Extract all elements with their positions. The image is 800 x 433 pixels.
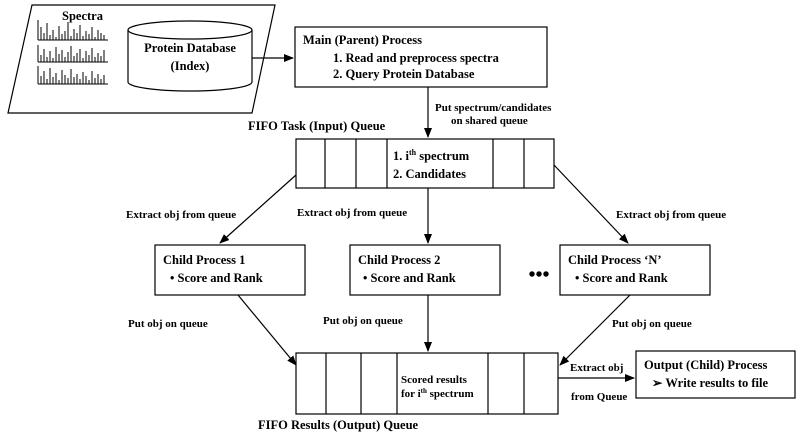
results-queue: Scored results for ith spectrum: [295, 352, 559, 415]
database-label-line2: (Index): [171, 59, 210, 73]
main-process-title: Main (Parent) Process: [303, 33, 422, 47]
task-queue-title: FIFO Task (Input) Queue: [248, 119, 386, 133]
child-process-1-box: Child Process 1 • Score and Rank: [154, 244, 306, 296]
child-process-n-task: • Score and Rank: [575, 271, 668, 285]
child-process-2-title: Child Process 2: [358, 253, 440, 267]
task-queue: 1. ith spectrum 2. Candidates: [295, 138, 555, 189]
results-queue-line2: for ith spectrum: [401, 387, 474, 400]
results-queue-title: FIFO Results (Output) Queue: [258, 418, 419, 432]
task-queue-item2: 2. Candidates: [393, 167, 466, 181]
child-process-1-task: • Score and Rank: [170, 271, 263, 285]
extract-obj-label-line1: Extract obj: [570, 362, 623, 374]
arrow-to-child1: [219, 174, 297, 244]
put-queue-label-line1: Put spectrum/candidates: [435, 102, 552, 114]
spectrum-plot-icon: [37, 66, 108, 85]
extract-label-middle: Extract obj from queue: [297, 207, 407, 219]
protein-database-cylinder: Protein Database (Index): [127, 20, 253, 92]
output-process-box: Output (Child) Process ➢ Write results t…: [635, 350, 796, 399]
main-process-step2: 2. Query Protein Database: [333, 67, 475, 81]
child-process-2-task: • Score and Rank: [363, 271, 456, 285]
spectra-label: Spectra: [62, 9, 104, 23]
output-process-task: ➢ Write results to file: [652, 376, 768, 390]
put-obj-label-middle: Put obj on queue: [323, 315, 403, 327]
extract-label-left: Extract obj from queue: [126, 209, 236, 221]
put-obj-label-left: Put obj on queue: [128, 318, 208, 330]
child-process-n-box: Child Process ‘N’ • Score and Rank: [559, 244, 711, 296]
put-queue-label-line2: on shared queue: [451, 115, 528, 127]
ellipsis-more-children: •••: [528, 264, 549, 286]
arrow-childN-to-results: [559, 294, 631, 366]
child-process-n-title: Child Process ‘N’: [568, 253, 662, 267]
spectrum-plot-icon: [37, 45, 108, 63]
spectrum-plot-icon: [37, 20, 108, 41]
output-process-title: Output (Child) Process: [644, 358, 768, 372]
extract-obj-label-line2: from Queue: [571, 391, 627, 403]
main-process-box: Main (Parent) Process 1. Read and prepro…: [294, 26, 548, 88]
put-obj-label-right: Put obj on queue: [612, 318, 692, 330]
arrow-to-childN: [553, 164, 629, 244]
results-queue-line1: Scored results: [401, 374, 468, 386]
extract-label-right: Extract obj from queue: [616, 209, 726, 221]
database-label-line1: Protein Database: [144, 41, 236, 55]
child-process-1-title: Child Process 1: [163, 253, 245, 267]
child-process-2-box: Child Process 2 • Score and Rank: [349, 244, 501, 296]
main-process-step1: 1. Read and preprocess spectra: [333, 51, 500, 65]
arrow-child1-to-results: [237, 294, 297, 366]
task-queue-item1: 1. ith spectrum: [393, 148, 470, 163]
input-data-group: Spectra Protein Database (Index): [7, 4, 276, 114]
